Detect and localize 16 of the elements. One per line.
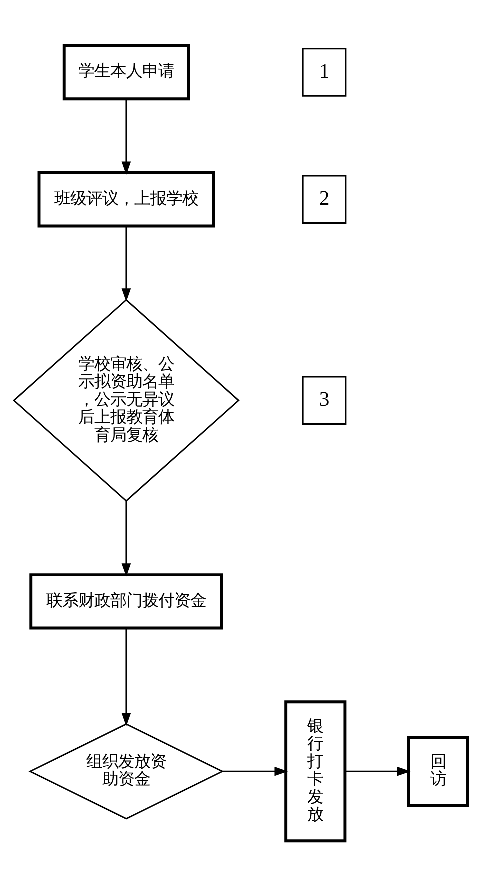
node-box: 联系财政部门拨付资金 bbox=[30, 573, 224, 630]
arrow bbox=[122, 628, 132, 726]
node-box: 学生本人申请 bbox=[62, 44, 190, 100]
arrow bbox=[122, 226, 132, 302]
arrow bbox=[345, 766, 411, 776]
node-box: 回访 bbox=[407, 736, 470, 807]
node-box: 2 bbox=[302, 174, 347, 224]
node-box: 班级评议，上报学校 bbox=[38, 171, 216, 228]
node-diamond: 组织发放资助资金 bbox=[28, 723, 224, 820]
arrow bbox=[122, 500, 132, 576]
arrow bbox=[122, 99, 132, 175]
node-box: 1 bbox=[302, 48, 347, 96]
node-diamond: 学校审核、公示拟资助名单，公示无异议后上报教育体育局复核 bbox=[13, 298, 240, 502]
node-box: 3 bbox=[302, 376, 347, 425]
node-box: 银行打卡发放 bbox=[284, 700, 347, 842]
arrow bbox=[222, 766, 288, 776]
